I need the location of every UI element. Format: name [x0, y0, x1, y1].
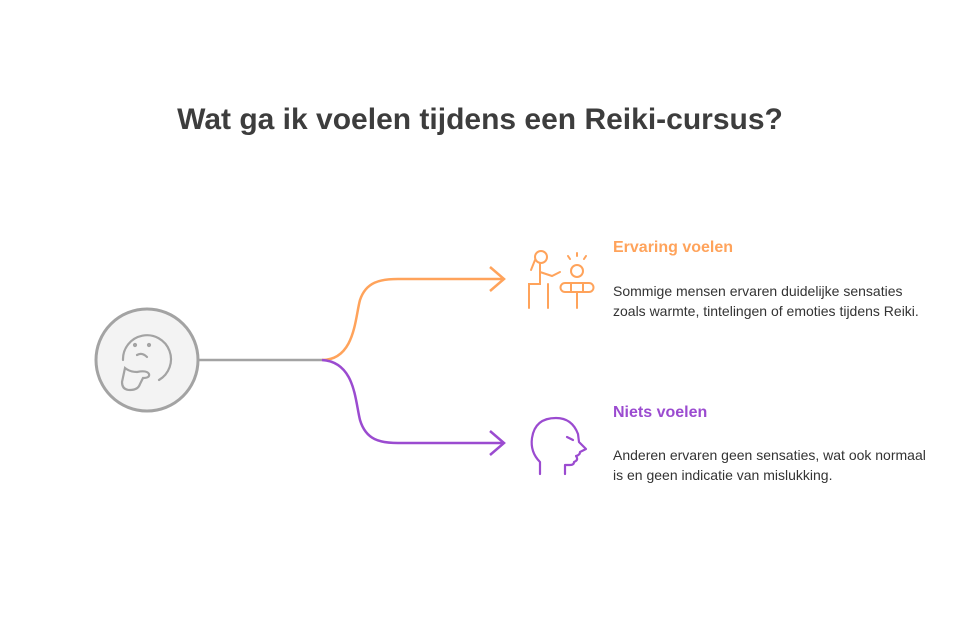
arrow-head-orange — [489, 266, 506, 292]
page-title: Wat ga ik voelen tijdens een Reiki-cursu… — [177, 103, 783, 136]
reiki-healer-icon — [528, 250, 595, 309]
arrow-head-purple — [489, 430, 506, 456]
branch-line-purple — [321, 358, 503, 445]
thinking-face-icon — [94, 307, 200, 413]
head-profile-icon — [530, 416, 588, 476]
branch-heading-niets: Niets voelen — [613, 404, 708, 421]
branch-line-orange — [321, 277, 503, 362]
branch-text-ervaring: Sommige mensen ervaren duidelijke sensat… — [613, 283, 919, 319]
branch-text-niets: Anderen ervaren geen sensaties, wat ook … — [613, 447, 926, 483]
branch-heading-ervaring: Ervaring voelen — [613, 239, 734, 256]
